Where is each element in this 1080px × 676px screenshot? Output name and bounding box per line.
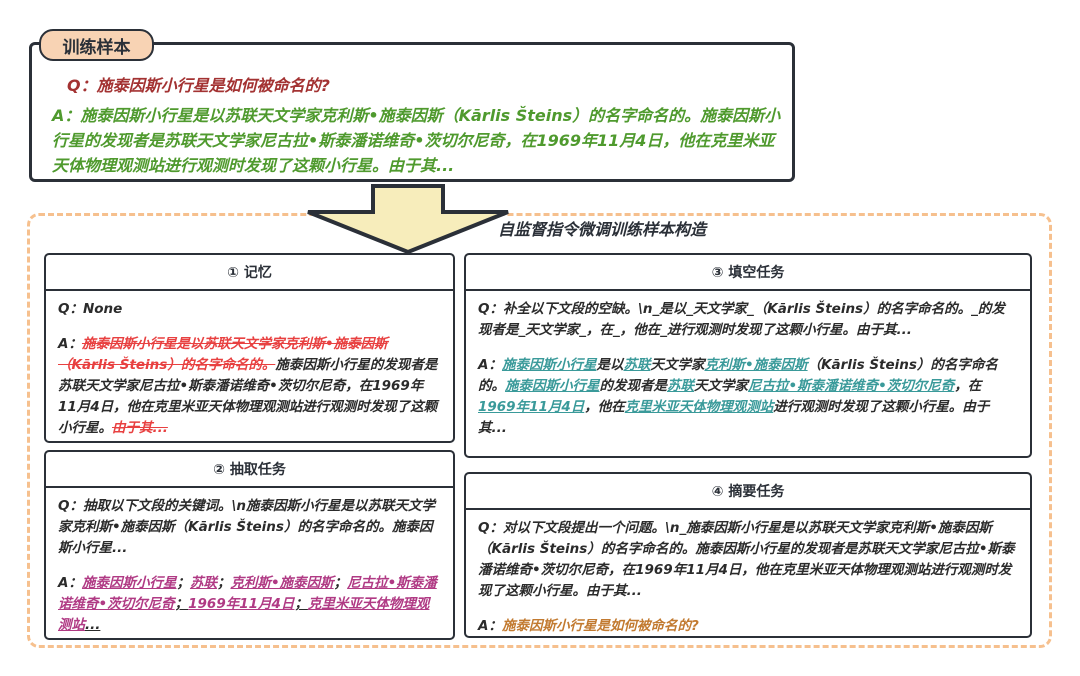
separator: ... — [85, 617, 101, 633]
down-arrow-icon — [307, 184, 509, 254]
cloze-answer: A：施泰因斯小行星是以苏联天文学家克利斯•施泰因斯（Kārlis Šteins）… — [478, 355, 1018, 439]
masked-text: 施泰因斯小行星是以苏联天文学家克利斯•施泰因斯（Kārlis Šteins）的名… — [58, 336, 388, 373]
keyword: 克里米亚天体物理观测站 — [58, 596, 430, 633]
cloze-card-title: ③ 填空任务 — [466, 255, 1030, 291]
extract-answer: A：施泰因斯小行星；苏联；克利斯•施泰因斯；尼古拉•斯泰潘诺维奇•茨切尔尼奇；1… — [58, 573, 441, 636]
answer-prefix: A： — [478, 357, 502, 373]
construction-section-border — [27, 213, 1052, 648]
keyword: 1969年11月4日 — [188, 596, 295, 612]
separator: ； — [176, 575, 190, 591]
extract-card: ② 抽取任务 Q：抽取以下文段的关键词。\n施泰因斯小行星是以苏联天文学家克利斯… — [44, 450, 455, 640]
filled-blank: 施泰因斯小行星 — [501, 357, 597, 373]
summary-card: ④ 摘要任务 Q：对以下文段提出一个问题。\n_施泰因斯小行星是以苏联天文学家克… — [464, 472, 1032, 638]
filled-blank: 1969年11月4日 — [478, 399, 585, 415]
filled-blank: 克利斯•施泰因斯 — [704, 357, 808, 373]
training-sample-box — [29, 42, 795, 182]
training-sample-question: Q：施泰因斯小行星是如何被命名的? — [67, 76, 330, 95]
answer-prefix: A： — [478, 618, 502, 634]
section-title: 自监督指令微调训练样本构造 — [498, 220, 707, 239]
kept-text: 施泰因斯小行星的发现者是苏联天文学家尼古拉•斯泰潘诺维奇•茨切尔尼奇，在1969… — [58, 357, 438, 436]
context-text: 是以 — [596, 357, 624, 373]
training-sample-tag: 训练样本 — [39, 29, 154, 61]
filled-blank: 苏联 — [667, 378, 694, 394]
filled-blank: 施泰因斯小行星 — [505, 378, 600, 394]
memory-answer: A：施泰因斯小行星是以苏联天文学家克利斯•施泰因斯（Kārlis Šteins）… — [58, 334, 441, 439]
filled-blank: 尼古拉•斯泰潘诺维奇•茨切尔尼奇 — [748, 378, 955, 394]
masked-tail: 由于其... — [112, 420, 168, 436]
keyword: 施泰因斯小行星 — [81, 575, 177, 591]
memory-card: ① 记忆 Q：None A：施泰因斯小行星是以苏联天文学家克利斯•施泰因斯（Kā… — [44, 253, 455, 443]
memory-card-title: ① 记忆 — [46, 255, 453, 291]
filled-blank: 克里米亚天体物理观测站 — [624, 399, 774, 415]
separator: ； — [174, 596, 189, 612]
extract-card-title: ② 抽取任务 — [46, 452, 453, 488]
separator: ； — [216, 575, 231, 591]
keyword: 克利斯•施泰因斯 — [230, 575, 334, 591]
answer-prefix: A： — [58, 575, 82, 591]
context-text: 的发现者是 — [599, 378, 668, 394]
keyword: 苏联 — [189, 575, 217, 591]
summary-question: Q：对以下文段提出一个问题。\n_施泰因斯小行星是以苏联天文学家克利斯•施泰因斯… — [478, 520, 1015, 599]
context-text: 进行观测时发现了这颗小行星。由于其... — [478, 399, 990, 436]
context-text: ，在 — [954, 378, 982, 394]
separator: ； — [333, 575, 348, 591]
cloze-card: ③ 填空任务 Q：补全以下文段的空缺。\n_是以_天文学家_（Kārlis Št… — [464, 253, 1032, 458]
separator: ； — [294, 596, 308, 612]
cloze-question: Q：补全以下文段的空缺。\n_是以_天文学家_（Kārlis Šteins）的名… — [478, 301, 1005, 338]
answer-prefix: A： — [58, 336, 82, 352]
summary-card-title: ④ 摘要任务 — [466, 474, 1030, 510]
extract-question: Q：抽取以下文段的关键词。\n施泰因斯小行星是以苏联天文学家克利斯•施泰因斯（K… — [58, 498, 436, 556]
summary-answer: A：施泰因斯小行星是如何被命名的? — [478, 616, 1018, 637]
memory-question: Q：None — [58, 301, 123, 317]
filled-blank: 苏联 — [623, 357, 651, 373]
context-text: ，他在 — [584, 399, 625, 415]
context-text: （Kārlis Šteins）的名字命名的。 — [478, 357, 998, 394]
keyword: 尼古拉•斯泰潘诺维奇•茨切尔尼奇 — [58, 575, 437, 612]
generated-question: 施泰因斯小行星是如何被命名的? — [501, 618, 699, 634]
context-text: 天文学家 — [694, 378, 748, 394]
context-text: 天文学家 — [650, 357, 705, 373]
training-sample-answer: A：施泰因斯小行星是以苏联天文学家克利斯•施泰因斯（Kārlis Šteins）… — [52, 106, 781, 175]
